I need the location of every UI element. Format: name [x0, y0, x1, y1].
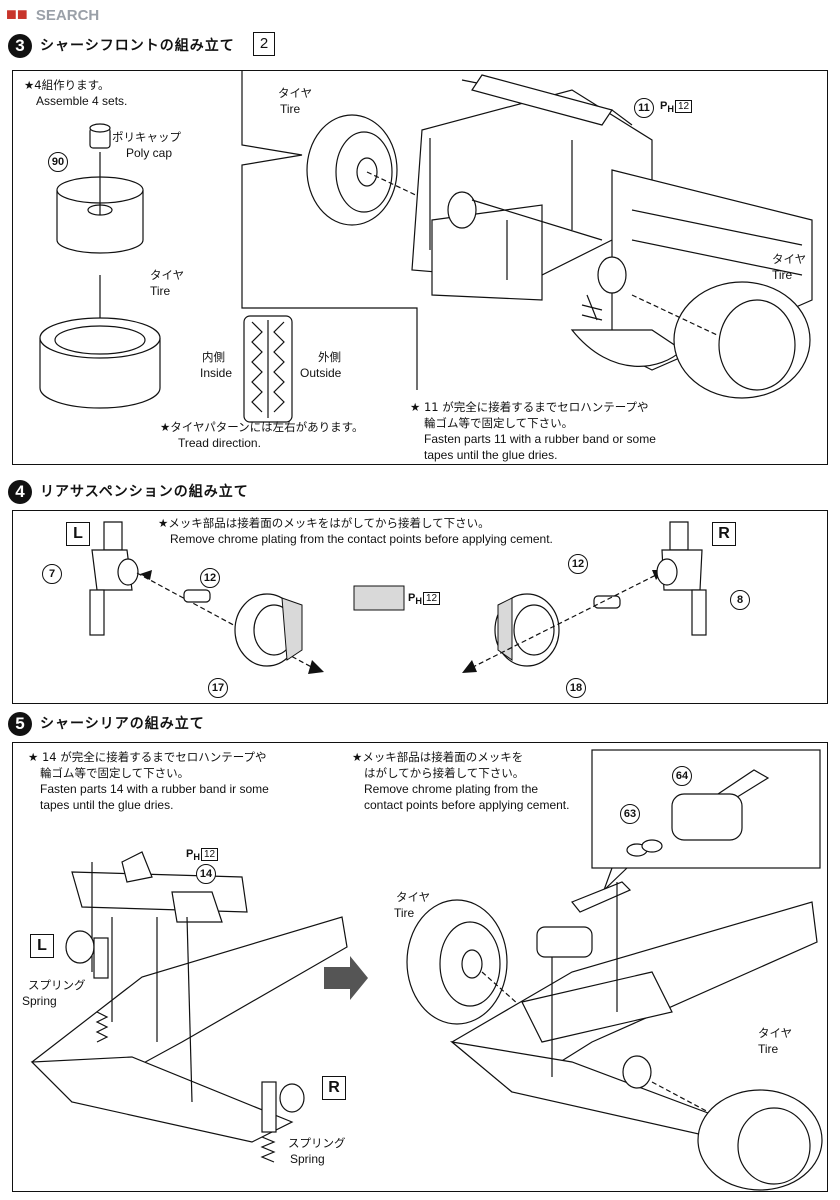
step3-assemble-jp: ★4組作ります。 — [24, 78, 110, 92]
step5-chrome-jp1: ★メッキ部品は接着面のメッキを — [352, 750, 524, 764]
part-64-badge: 64 — [672, 766, 692, 786]
step3-right-tire-en: Tire — [772, 268, 793, 282]
step5-fasten-jp2: 輪ゴム等で固定して下さい。 — [40, 766, 190, 780]
step3-tire-jp: タイヤ — [150, 268, 185, 282]
step3-fasten-en1: Fasten parts 11 with a rubber band or so… — [424, 432, 656, 446]
part-11-badge: 11 — [634, 98, 654, 118]
step5-spring-en: Spring — [22, 994, 57, 1008]
step3-illustration — [12, 70, 813, 423]
part-14-badge: 14 — [196, 864, 216, 884]
step3-fasten-en2: tapes until the glue dries. — [424, 448, 558, 462]
paint-ref-number: 12 — [674, 100, 693, 113]
step3-sub-number: 2 — [253, 32, 275, 56]
step5-fasten-en1: Fasten parts 14 with a rubber band ir so… — [40, 782, 269, 796]
step3-top-tire-en: Tire — [280, 102, 301, 116]
part-12a-badge: 12 — [200, 568, 220, 588]
step4-chrome-en: Remove chrome plating from the contact p… — [170, 532, 553, 546]
step3-title: シャーシフロントの組み立て — [40, 38, 235, 54]
step5-chrome-jp2: はがしてから接着して下さい。 — [364, 766, 525, 780]
step3-top-tire-jp: タイヤ — [278, 86, 313, 100]
step5-chrome-en1: Remove chrome plating from the — [364, 782, 539, 796]
step5-fasten-en2: tapes until the glue dries. — [40, 798, 174, 812]
step4-chrome-jp: ★メッキ部品は接着面のメッキをはがしてから接着して下さい。 — [158, 516, 490, 530]
watermark-text: SEARCH — [35, 7, 100, 24]
watermark: ■■ SEARCH — [6, 4, 99, 32]
step5-fasten-jp1: ★ 14 が完全に接着するまでセロハンテープや — [28, 750, 267, 764]
step4-title: リアサスペンションの組み立て — [40, 484, 249, 500]
part-17-badge: 17 — [208, 678, 228, 698]
step5-spring2-jp: スプリング — [288, 1136, 346, 1150]
tread-direction-en: Tread direction. — [178, 436, 261, 450]
paint-ref-sub: H — [667, 104, 674, 115]
step5-right-marker: R — [322, 1076, 346, 1100]
step5-title: シャーシリアの組み立て — [40, 716, 205, 732]
step5-spring2-en: Spring — [290, 1152, 325, 1166]
paint-ref-number: 12 — [200, 848, 219, 861]
step5-spring-jp: スプリング — [28, 978, 86, 992]
paint-ref-prefix: P — [408, 592, 416, 604]
step3-assemble-en: Assemble 4 sets. — [36, 94, 128, 108]
step4-number: 4 — [8, 480, 32, 504]
part-7-badge: 7 — [42, 564, 62, 584]
step4-left-marker: L — [66, 522, 90, 546]
paint-ref-number: 12 — [422, 592, 441, 605]
step3-right-tire-jp: タイヤ — [772, 252, 807, 266]
paint-ref-sub: H — [415, 596, 422, 607]
part-18-badge: 18 — [566, 678, 586, 698]
part-8-badge: 8 — [730, 590, 750, 610]
tread-inside-en: Inside — [200, 366, 233, 380]
paint-ref-prefix: P — [660, 100, 668, 112]
step3-tire-en: Tire — [150, 284, 171, 298]
step3-polycap-jp: ポリキャップ — [112, 130, 181, 144]
watermark-logo: ■■ — [6, 4, 28, 24]
part-90-badge: 90 — [48, 152, 68, 172]
part-63-badge: 63 — [620, 804, 640, 824]
paint-ref-sub: H — [193, 852, 200, 863]
part-12b-badge: 12 — [568, 554, 588, 574]
tread-outside-en: Outside — [300, 366, 342, 380]
step3-fasten-jp1: ★ 11 が完全に接着するまでセロハンテープや — [410, 400, 649, 414]
step5-chrome-en2: contact points before applying cement. — [364, 798, 570, 812]
tread-inside-jp: 内側 — [202, 350, 225, 364]
step4-illustration — [89, 521, 707, 674]
step3-fasten-jp2: 輪ゴム等で固定して下さい。 — [424, 416, 574, 430]
step5-tire-en: Tire — [394, 906, 415, 920]
step5-illustration — [30, 749, 823, 1191]
paint-ref-prefix: P — [186, 848, 194, 860]
step5-tire2-jp: タイヤ — [758, 1026, 793, 1040]
step5-left-marker: L — [30, 934, 54, 958]
step5-number: 5 — [8, 712, 32, 736]
step4-right-marker: R — [712, 522, 736, 546]
step5-tire-jp: タイヤ — [396, 890, 431, 904]
tread-outside-jp: 外側 — [318, 350, 341, 364]
tread-direction-jp: ★タイヤパターンには左右があります。 — [160, 420, 364, 434]
step3-polycap-en: Poly cap — [126, 146, 173, 160]
step5-tire2-en: Tire — [758, 1042, 779, 1056]
step3-number: 3 — [8, 34, 32, 58]
